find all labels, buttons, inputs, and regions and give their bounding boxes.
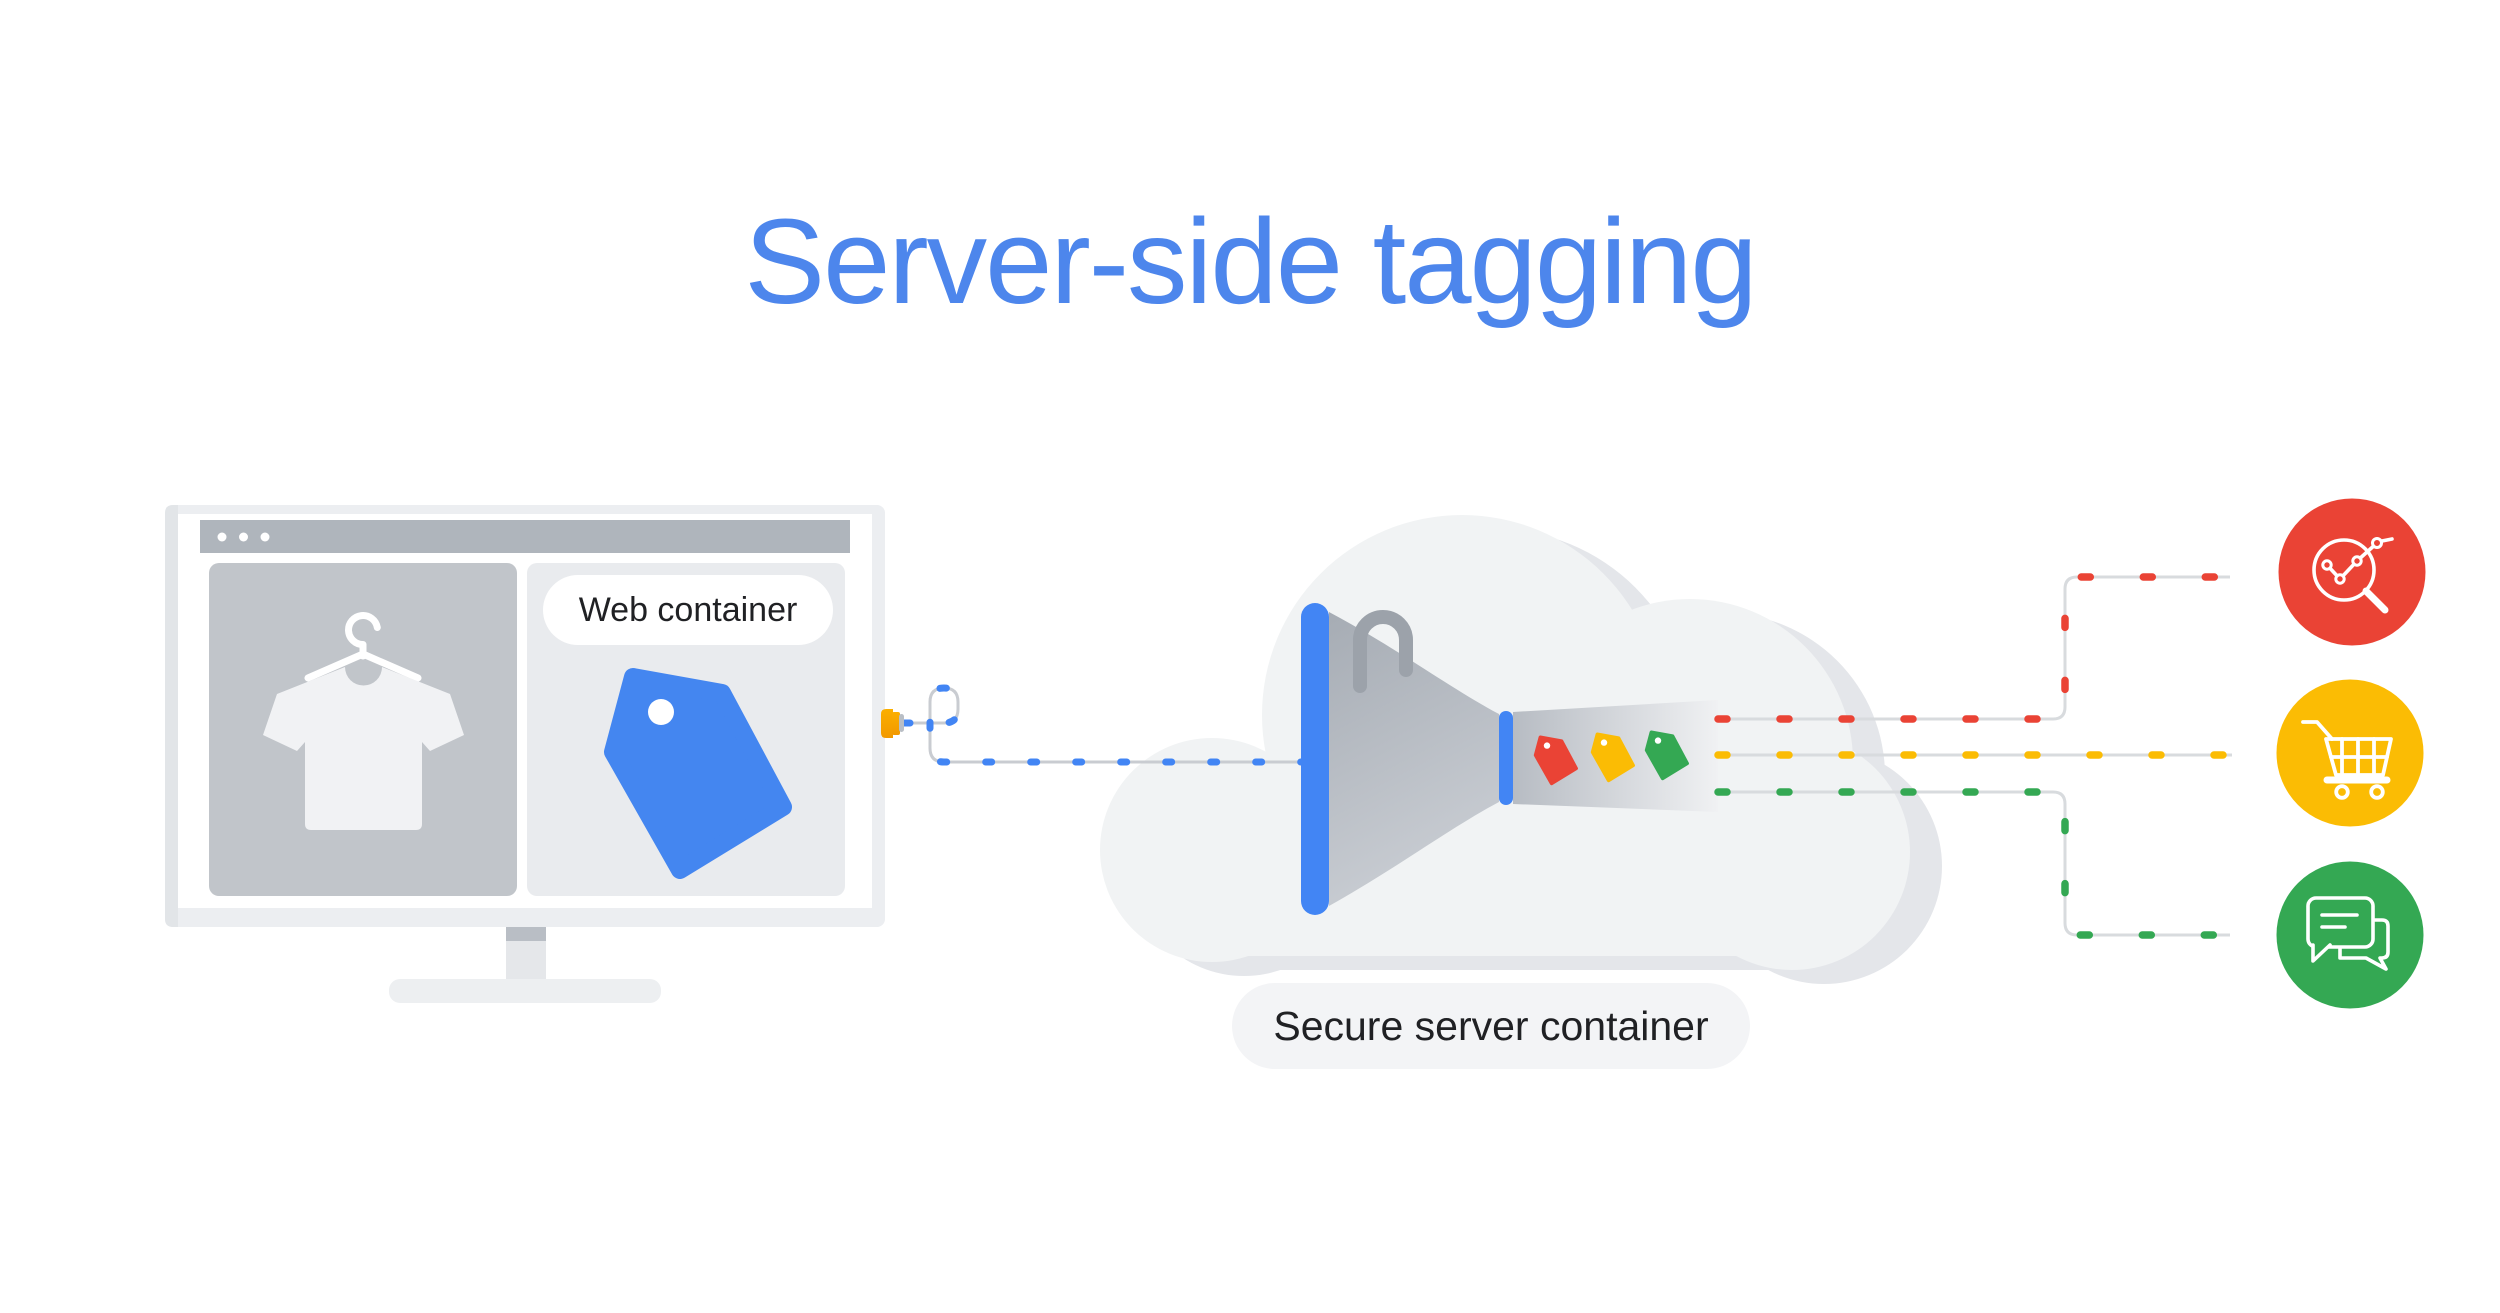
monitor-stand-top <box>506 927 546 943</box>
destination-shopping <box>2276 679 2424 827</box>
shopping-cart-icon <box>2301 720 2393 800</box>
tshirt-collar <box>345 667 382 686</box>
client-to-server-connection <box>900 684 1305 766</box>
funnel-handle <box>1353 610 1413 693</box>
browser-toolbar <box>200 520 850 553</box>
tshirt <box>263 667 464 830</box>
monitor <box>165 505 904 1003</box>
destination-analytics <box>2278 498 2426 646</box>
web-container-label: Web container <box>543 575 833 645</box>
window-dot-icon <box>260 532 270 542</box>
monitor-bezel-edge <box>165 505 178 927</box>
server-funnel <box>1301 603 1718 915</box>
window-dot-icon <box>217 532 227 542</box>
analytics-magnifier-icon <box>2312 537 2394 614</box>
output-line-analytics <box>1714 573 2234 723</box>
tag-green <box>1644 730 1689 781</box>
tag-red <box>1533 735 1578 786</box>
monitor-stand-neck <box>506 941 546 983</box>
web-container-tag-icon <box>613 677 783 870</box>
window-dot-icon <box>239 532 248 542</box>
blue-data-dashes <box>900 684 1305 766</box>
secure-server-container-label: Secure server container <box>1232 983 1750 1069</box>
tshirt-on-hanger-icon <box>263 612 464 830</box>
destination-chat <box>2276 861 2424 1009</box>
monitor-stand-base <box>389 979 661 1003</box>
page-title: Server-side tagging <box>744 193 1757 329</box>
tag-yellow <box>1590 732 1635 783</box>
chat-messages-icon <box>2306 896 2390 971</box>
hanger-hook <box>345 612 381 648</box>
connector-plug-icon <box>881 709 904 738</box>
output-line-chat <box>1714 788 2234 939</box>
funnel-throat-bar <box>1499 711 1513 805</box>
funnel-mouth-bar <box>1301 603 1329 915</box>
funnel-body <box>1329 612 1499 906</box>
